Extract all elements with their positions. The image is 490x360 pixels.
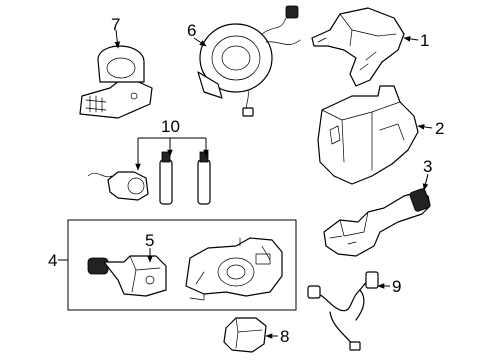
callout-5: 5 — [145, 231, 154, 250]
key-cylinder-and-keys — [87, 151, 211, 205]
wiper-switch — [323, 188, 431, 257]
callout-10: 10 — [161, 117, 180, 136]
upper-column-cover — [311, 7, 405, 87]
callout-6: 6 — [187, 21, 196, 40]
callout-4: 4 — [48, 251, 57, 270]
callout-1: 1 — [420, 31, 429, 50]
steering-angle-sensor — [79, 45, 153, 119]
callout-2: 2 — [435, 119, 444, 138]
group-4-box — [67, 219, 297, 311]
callout-8: 8 — [280, 327, 289, 346]
callout-9: 9 — [392, 277, 401, 296]
combination-switch-body — [185, 237, 283, 301]
callout-3: 3 — [423, 157, 432, 176]
clock-spring — [197, 5, 301, 117]
wire-harness — [307, 271, 379, 351]
turn-signal-switch — [87, 255, 167, 297]
lower-column-cover — [317, 85, 419, 185]
sensor-part-8 — [223, 317, 267, 353]
callout-7: 7 — [111, 15, 120, 34]
